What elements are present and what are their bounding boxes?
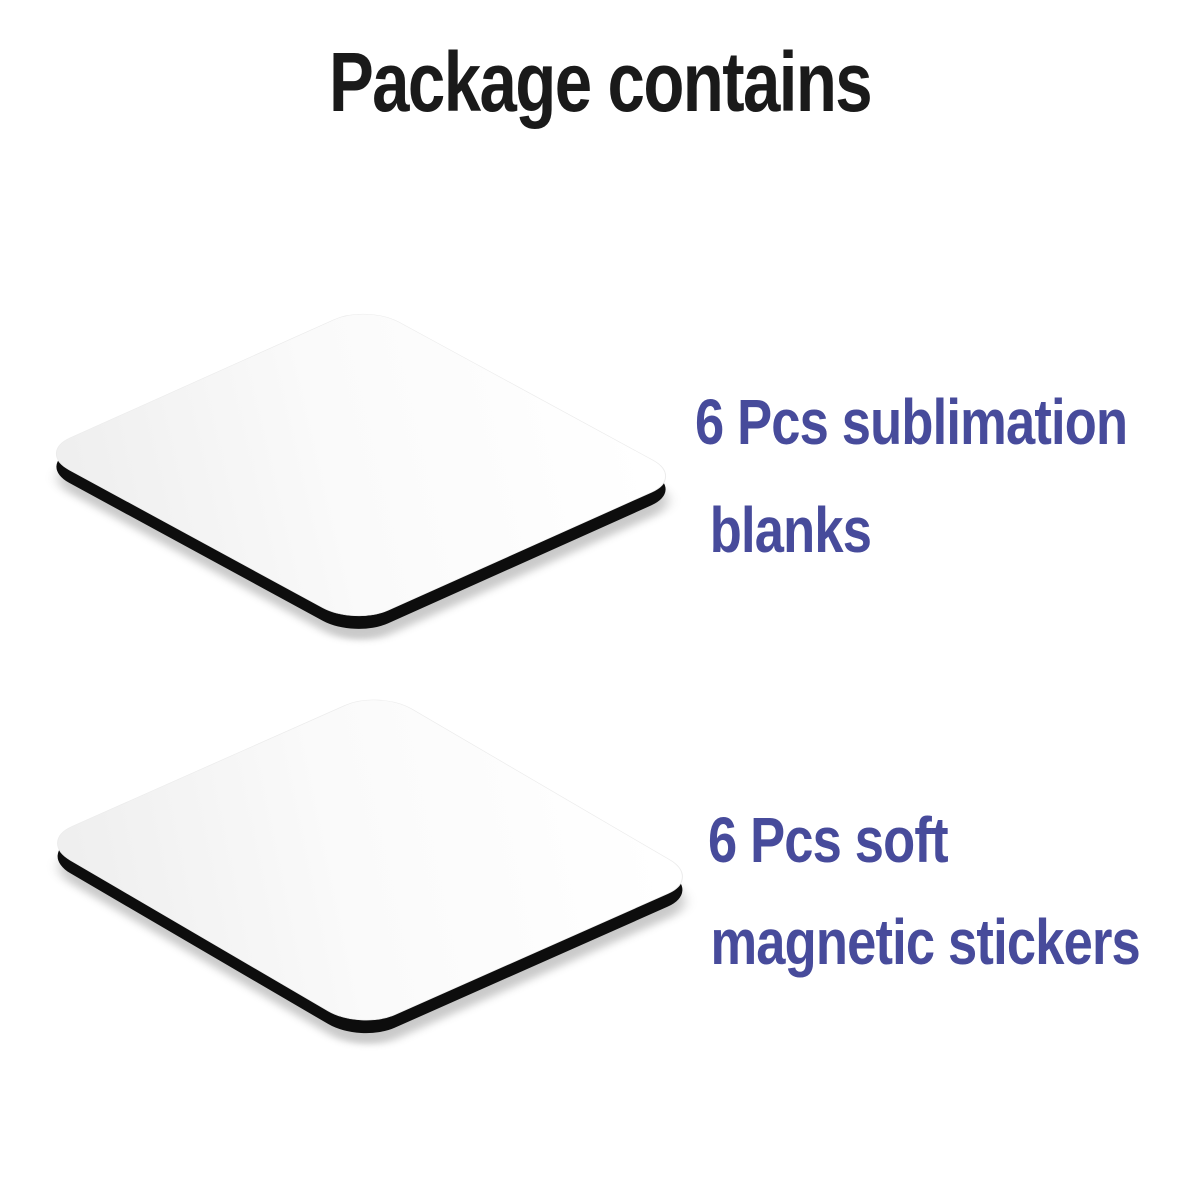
- label-line: magnetic stickers: [710, 906, 1140, 978]
- pad-top-surface: [57, 699, 683, 1021]
- pad-render: [57, 699, 685, 1045]
- label-line: 6 Pcs soft: [708, 804, 949, 876]
- sublimation-blanks-label: 6 Pcs sublimation blanks: [695, 386, 1128, 566]
- pad-shadow: [58, 338, 668, 640]
- pad-edge: [57, 712, 683, 1034]
- label-line: blanks: [709, 494, 872, 566]
- page-title: Package contains: [328, 35, 873, 129]
- label-line: 6 Pcs sublimation: [695, 386, 1128, 458]
- pad-render: [55, 313, 668, 640]
- pad-edge: [56, 327, 666, 629]
- magnetic-stickers-label: 6 Pcs soft magnetic stickers: [708, 804, 1141, 978]
- magnetic-sticker-image: [57, 699, 685, 1045]
- pad-top-surface: [55, 313, 667, 617]
- pad-shadow: [59, 723, 685, 1045]
- sublimation-blank-image: [55, 313, 668, 640]
